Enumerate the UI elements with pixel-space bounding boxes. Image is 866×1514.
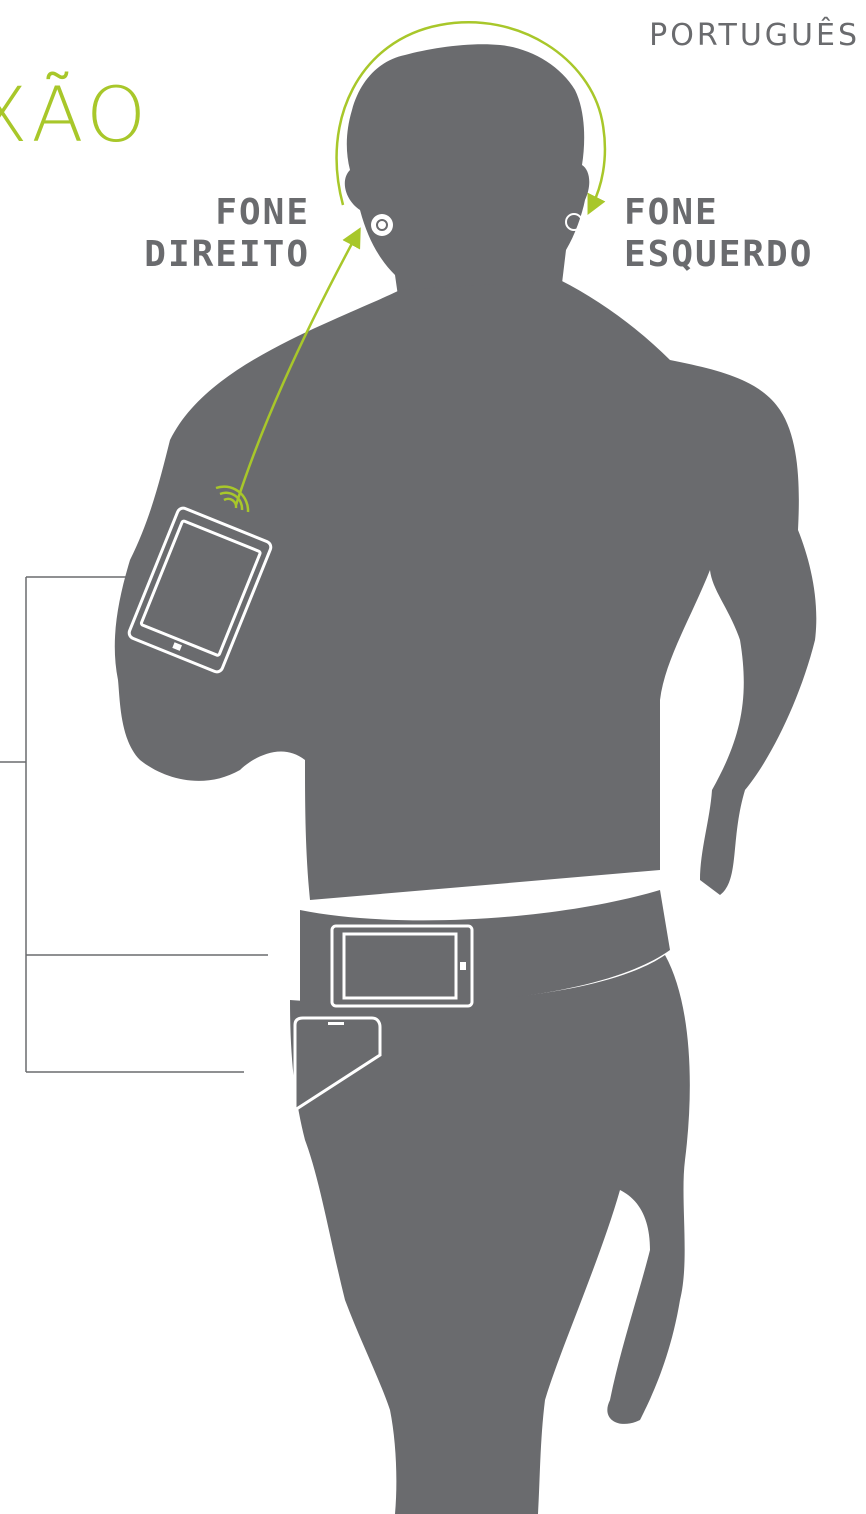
runner-head [345,44,589,310]
belt-phone-icon [332,926,472,1006]
earbud-icon [371,214,393,236]
runner-silhouette [115,44,817,1514]
